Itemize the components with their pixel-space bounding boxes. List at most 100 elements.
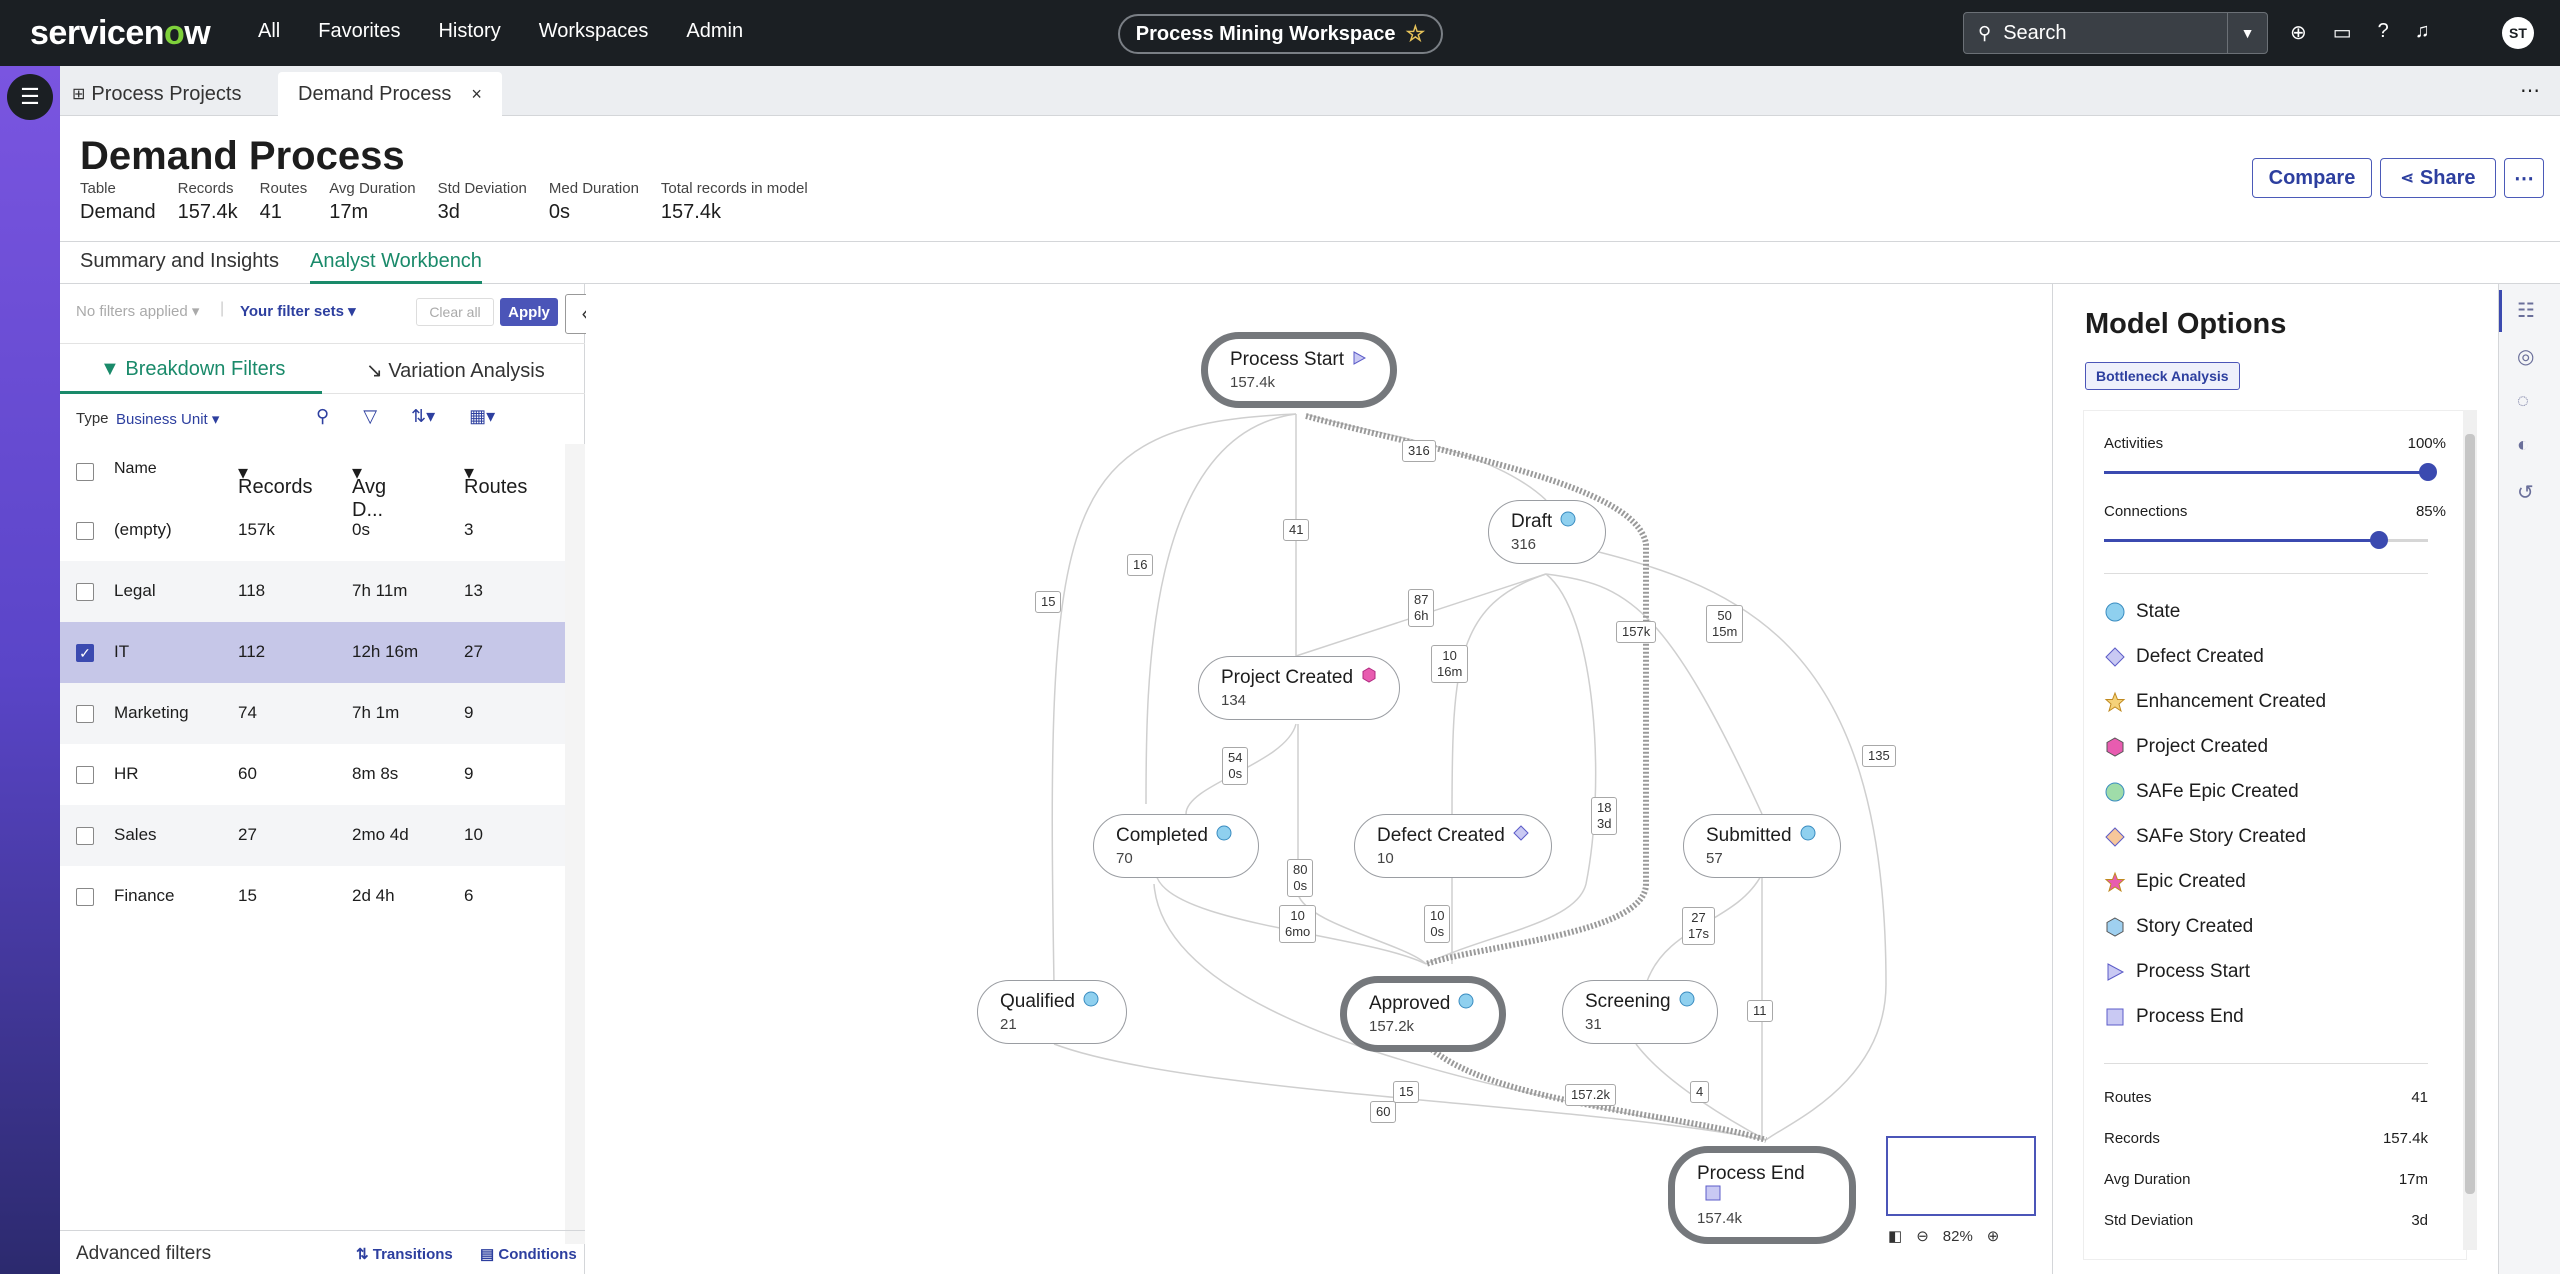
node-process-start[interactable]: Process Start 157.4k [1201,332,1397,409]
chat-icon[interactable]: ▭ [2332,22,2352,44]
zoom-in-icon[interactable]: ⊕ [1986,1228,2000,1245]
search-icon[interactable]: ⚲ [316,406,330,426]
row-checkbox[interactable]: ✓ [76,644,94,662]
help-icon[interactable]: ? [2377,20,2389,42]
tab-analyst-workbench[interactable]: Analyst Workbench [310,250,482,284]
edge-completed-approved[interactable] [1155,873,1427,965]
process-map-canvas[interactable]: 316 41 16 15 87 6h 10 16m 157k 50 15m 13… [586,284,2052,1274]
connections-slider[interactable] [2104,531,2428,549]
tab-demand-process[interactable]: Demand Process × [278,72,502,116]
node-approved[interactable]: Approved 157.2k [1340,976,1506,1053]
edge-project-approved[interactable] [1297,724,1427,965]
conditions-link[interactable]: ▤ Conditions [480,1245,577,1263]
servicenow-logo[interactable]: servicenow [30,14,211,52]
node-draft[interactable]: Draft 316 [1488,500,1606,565]
user-avatar[interactable]: ST [2502,17,2534,49]
slider-knob[interactable] [2419,463,2437,481]
edge-draft-submitted[interactable] [1545,573,1763,815]
sort-icon[interactable]: ⇅▾ [411,406,436,426]
tab-process-projects[interactable]: ⊞ Process Projects [72,72,241,116]
close-icon[interactable]: × [471,83,482,104]
nav-history[interactable]: History [438,20,501,42]
row-checkbox[interactable] [76,522,94,540]
edge-approved-end-main[interactable] [1423,1041,1767,1143]
history-icon[interactable]: ↺ [2517,482,2534,504]
filter-sets-dropdown[interactable]: Your filter sets ▾ [240,303,356,320]
bell-icon[interactable]: ♫ [2414,20,2430,42]
edge-label: 157.2k [1565,1084,1617,1106]
globe-icon[interactable]: ⊕ [2290,22,2307,44]
search-scope-dropdown[interactable]: ▼ [2227,13,2267,53]
ai-icon[interactable]: ◎ [2517,346,2535,368]
type-dropdown[interactable]: Business Unit ▾ [116,411,220,428]
edge-draft-end[interactable] [1565,543,1887,1141]
compare-button[interactable]: Compare [2252,158,2372,198]
sliders-icon[interactable]: ☷ [2517,300,2535,322]
row-checkbox[interactable] [76,705,94,723]
node-defect-created[interactable]: Defect Created 10 [1354,814,1552,879]
bottleneck-analysis-badge[interactable]: Bottleneck Analysis [2085,362,2240,390]
minimap[interactable] [1886,1136,2036,1216]
tab-breakdown-filters[interactable]: ▼ Breakdown Filters [100,358,285,381]
workspace-home-icon[interactable]: ☰ [7,74,53,120]
zoom-out-icon[interactable]: ⊖ [1916,1228,1929,1245]
col-name[interactable]: Name [114,460,157,477]
node-project-created[interactable]: Project Created 134 [1198,656,1400,721]
select-all-checkbox[interactable] [76,463,94,481]
table-vertical-scrollbar[interactable] [565,444,585,1244]
transitions-link[interactable]: ⇅ Transitions [356,1245,453,1263]
columns-icon[interactable]: ▦▾ [469,406,496,426]
col-routes[interactable]: Routes ▾ [464,462,528,498]
col-avg-duration[interactable]: Avg D... ▾ [352,462,387,521]
slider-knob[interactable] [2370,531,2389,549]
edge-start-approved-main[interactable] [1305,413,1649,967]
node-process-end[interactable]: Process End 157.4k [1668,1146,1856,1245]
tab-variation-analysis[interactable]: ↘ Variation Analysis [366,358,545,383]
node-submitted[interactable]: Submitted 57 [1683,814,1841,879]
row-checkbox[interactable] [76,888,94,906]
row-checkbox[interactable] [76,766,94,784]
node-qualified[interactable]: Qualified 21 [977,980,1127,1045]
edge-start-qualified[interactable] [1051,413,1297,985]
no-filters-dropdown[interactable]: No filters applied ▾ [76,303,200,320]
more-icon[interactable]: ⋯ [2520,80,2540,102]
edge-draft-defect[interactable] [1451,573,1547,815]
comment-icon[interactable]: ◌ [2517,390,2529,412]
nav-admin[interactable]: Admin [686,20,744,42]
search-input[interactable]: Search [2003,21,2067,44]
edge-qualified-end[interactable] [1053,1043,1767,1141]
apply-button[interactable]: Apply [500,298,558,326]
activities-slider[interactable] [2104,463,2437,481]
panel-scrollbar[interactable] [2463,410,2477,1250]
clear-all-button[interactable]: Clear all [416,298,494,326]
edge-start-completed[interactable] [1145,413,1297,805]
favorite-star-icon[interactable]: ☆ [1405,21,1426,46]
edge-draft-approved[interactable] [1425,573,1597,965]
tab-summary-insights[interactable]: Summary and Insights [80,250,279,272]
row-checkbox[interactable] [76,583,94,601]
global-search[interactable]: ⚲ Search ▼ [1963,12,2268,54]
nav-workspaces[interactable]: Workspaces [538,20,649,42]
nav-all[interactable]: All [258,20,281,42]
fit-view-icon[interactable]: ◧ [1888,1228,1903,1245]
share-button[interactable]: ⋖ Share [2380,158,2496,198]
more-actions-button[interactable]: ⋯ [2504,158,2544,198]
node-completed[interactable]: Completed 70 [1093,814,1259,879]
nav-favorites[interactable]: Favorites [318,20,401,42]
advanced-filters-label[interactable]: Advanced filters [76,1243,212,1264]
table-horizontal-scrollbar[interactable] [60,1202,565,1218]
chart-icon[interactable]: ◐ [2517,434,2530,456]
filter-icon[interactable]: ▽ [363,406,378,426]
node-screening[interactable]: Screening 31 [1562,980,1718,1045]
row-checkbox[interactable] [76,827,94,845]
workspace-title-pill[interactable]: Process Mining Workspace ☆ [1118,14,1443,54]
scroll-thumb[interactable] [2465,434,2475,1194]
col-records[interactable]: Records ▾ [238,462,313,498]
